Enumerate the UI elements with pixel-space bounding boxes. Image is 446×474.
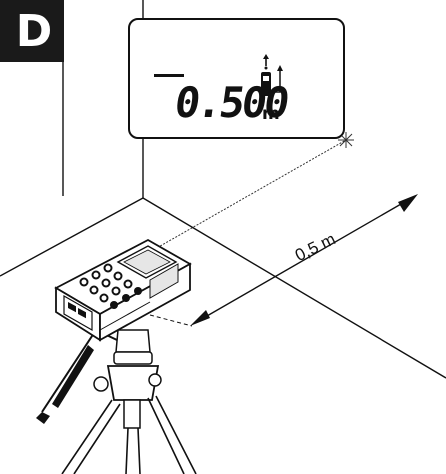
display-segment-dash	[154, 74, 184, 77]
figure-badge: D	[0, 0, 64, 62]
display-unit: m	[262, 104, 280, 124]
room-floor-edge-left	[0, 197, 144, 277]
device-rear-reference-icon	[261, 54, 283, 96]
display-callout: 0.500 m	[128, 18, 345, 139]
room-floor-edge-right	[142, 197, 446, 379]
tripod	[36, 328, 197, 474]
dimension-line	[199, 199, 409, 321]
laser-beam	[147, 139, 347, 254]
dimension-arrow-far	[398, 194, 418, 212]
dimension-extension-line	[149, 314, 193, 327]
laser-measure-device	[54, 238, 192, 342]
dimension-arrow-near	[190, 310, 210, 326]
